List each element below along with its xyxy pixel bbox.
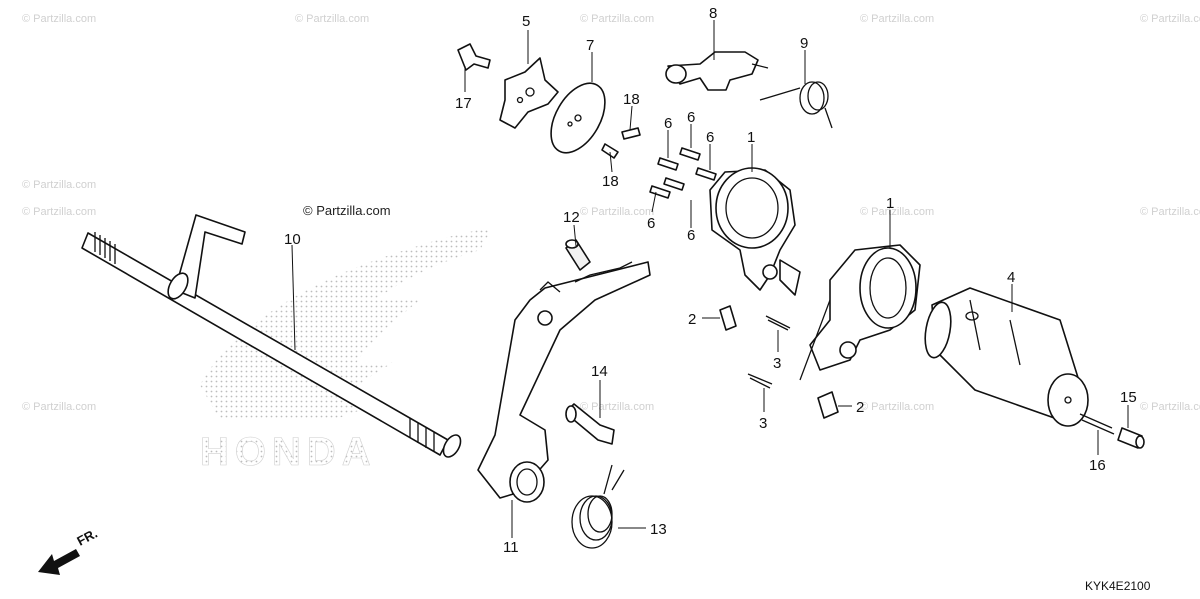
callout-4: 4 (1007, 269, 1015, 286)
watermark-text: © Partzilla.com (580, 13, 654, 25)
watermark-text: © Partzilla.com (580, 401, 654, 413)
bolt (457, 43, 491, 71)
callout-5: 5 (522, 13, 530, 30)
stopper-arm (665, 51, 769, 91)
callout-6: 6 (664, 115, 672, 132)
callout-16: 16 (1089, 457, 1106, 474)
callout-10: 10 (284, 231, 301, 248)
direction-label: FR. (74, 526, 100, 549)
shift-drum (924, 287, 1089, 427)
callout-13: 13 (650, 521, 667, 538)
callout-2: 2 (856, 399, 864, 416)
watermark-text: © Partzilla.com (860, 13, 934, 25)
dowel-pins (601, 127, 641, 159)
drum-spring (1079, 413, 1115, 435)
gearshift-spindle (81, 214, 462, 458)
watermark-text: © Partzilla.com (22, 401, 96, 413)
callout-11: 11 (503, 539, 519, 556)
callout-15: 15 (1120, 389, 1137, 406)
callout-18: 18 (602, 173, 619, 190)
callout-14: 14 (591, 363, 608, 380)
watermark-text: © Partzilla.com (860, 206, 934, 218)
callout-18: 18 (623, 91, 640, 108)
watermark-text: © Partzilla.com (1140, 401, 1200, 413)
watermark-text: © Partzilla.com (860, 401, 934, 413)
callout-1: 1 (747, 129, 755, 146)
callout-6: 6 (706, 129, 714, 146)
callout-8: 8 (709, 5, 717, 22)
callout-9: 9 (800, 35, 808, 52)
callout-6: 6 (647, 215, 655, 232)
guide-plate (550, 82, 606, 154)
shift-fork-left (709, 167, 801, 296)
watermark-layer: © Partzilla.com © Partzilla.com © Partzi… (22, 13, 1200, 413)
stopper-spring (759, 81, 833, 129)
watermark-text: © Partzilla.com (1140, 13, 1200, 25)
callout-17: 17 (455, 95, 472, 112)
drum-pin (1117, 427, 1145, 449)
spring-pin (747, 315, 791, 389)
diagram-code: KYK4E2100 (1085, 579, 1151, 593)
watermark-center-text: © Partzilla.com (303, 203, 391, 218)
honda-wing-logo: HONDA (200, 228, 492, 474)
callout-12: 12 (563, 209, 580, 226)
stopper-plate (499, 57, 559, 129)
watermark-text: © Partzilla.com (580, 206, 654, 218)
callout-7: 7 (586, 37, 594, 54)
honda-logo-text: HONDA (200, 430, 377, 474)
watermark-text: © Partzilla.com (1140, 206, 1200, 218)
front-direction-arrow: FR. (38, 526, 100, 575)
callout-3: 3 (759, 415, 767, 432)
pin-bolt (565, 403, 615, 445)
callouts: 5 17 7 18 18 8 9 6 6 6 6 6 1 1 4 2 3 3 2… (284, 5, 1137, 556)
guide-pin (719, 305, 839, 419)
watermark-text: © Partzilla.com (295, 13, 369, 25)
gearshift-arm (477, 261, 651, 503)
callout-6: 6 (687, 227, 695, 244)
watermark-text: © Partzilla.com (22, 179, 96, 191)
callout-3: 3 (773, 355, 781, 372)
return-spring (571, 464, 625, 549)
callout-6: 6 (687, 109, 695, 126)
shift-fork-right (799, 244, 921, 381)
guide-pins (649, 147, 717, 199)
watermark-text: © Partzilla.com (22, 13, 96, 25)
callout-1: 1 (886, 195, 894, 212)
stopper-pin (565, 239, 591, 271)
callout-2: 2 (688, 311, 696, 328)
leader-lines (291, 20, 1129, 538)
watermark-text: © Partzilla.com (22, 206, 96, 218)
